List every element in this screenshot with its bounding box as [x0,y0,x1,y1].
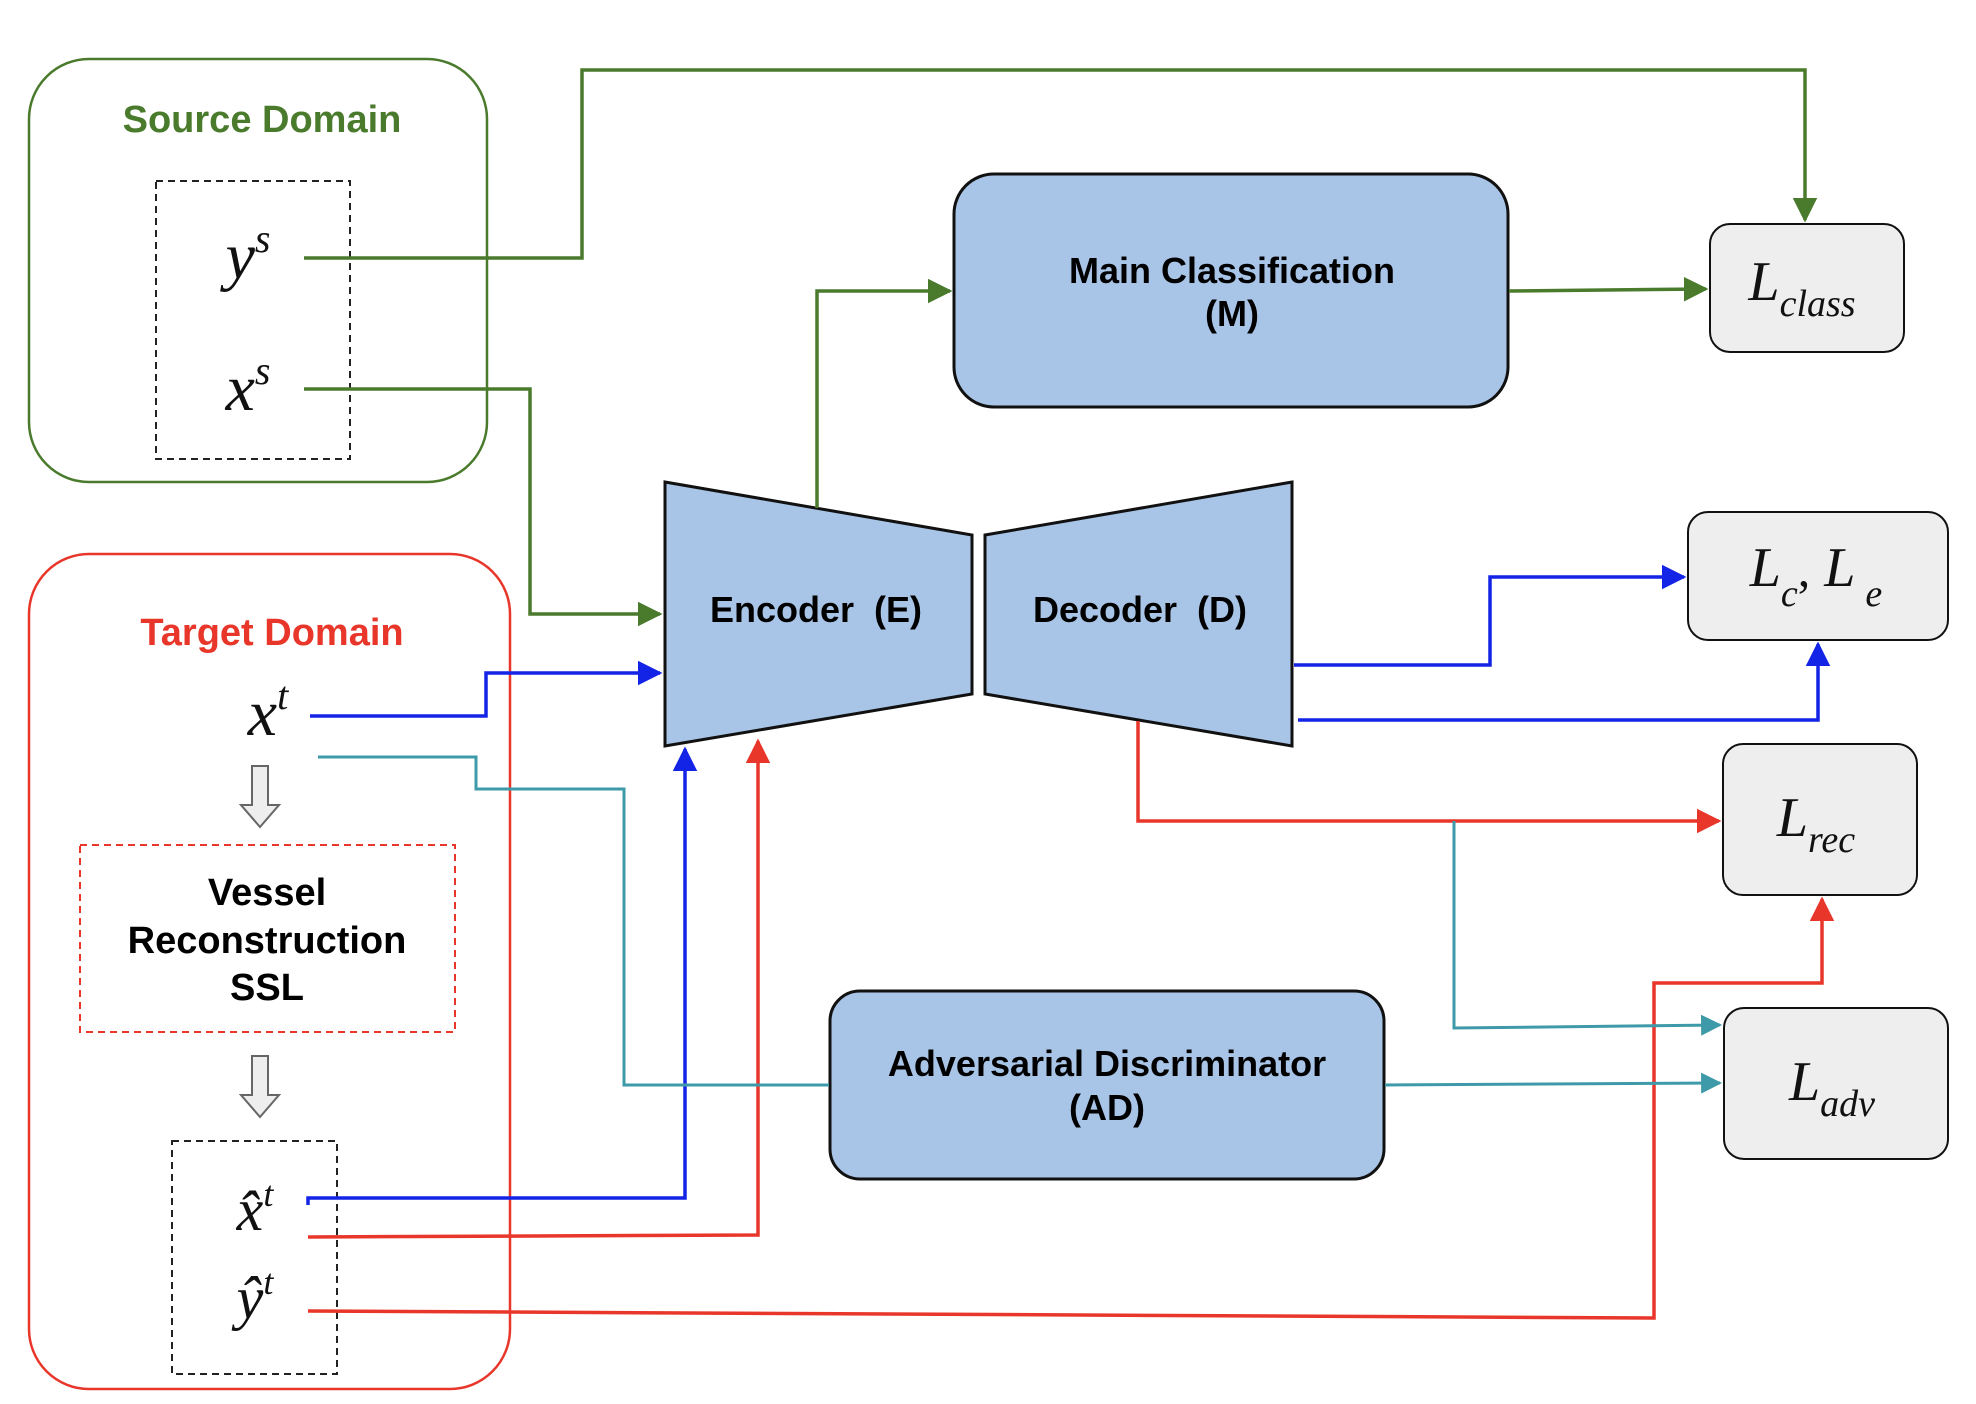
pseudo-image-var: x̂t [236,1174,275,1243]
decoder-label: Decoder (D) [1033,589,1247,630]
arrow-encoder-to-main-classification [815,278,953,508]
arrow-source-image-to-encoder [304,387,663,627]
source-samples-box [155,180,351,460]
arrow-decoder-to-ce-loss-top [1294,564,1687,667]
loss-adv-label: Ladv [1788,1051,1875,1125]
arrow-pseudo-image-red-to-encoder [307,738,771,1239]
source-domain-border [27,57,489,484]
hollow-down-arrow-icon [238,765,282,829]
pseudo-label-var: ŷt [231,1262,275,1331]
target-domain-title: Target Domain [140,612,403,654]
source-domain-panel: Source Domain ys xs [27,57,489,484]
arrow-target-image-to-adversarial [318,755,829,1087]
ssl-box-line-3: SSL [230,967,304,1009]
ssl-box-line-2: Reconstruction [128,920,407,962]
main-classification-module: Main Classification (M) [952,172,1510,409]
target-domain-panel: Target Domain xt Vessel Reconstruction S… [27,552,512,1391]
encoder-label: Encoder (E) [710,589,922,630]
arrow-pseudo-image-to-encoder [306,746,698,1205]
source-label-var: ys [220,216,271,293]
adversarial-discriminator-module: Adversarial Discriminator (AD) [828,989,1386,1181]
arrow-decoder-branch-to-adv-loss [1452,821,1723,1036]
arrow-target-image-to-encoder [310,660,663,718]
main-classification-abbr: (M) [1205,293,1259,334]
hollow-down-arrow-icon [238,1055,282,1119]
loss-class-box: Lclass [1709,223,1905,353]
decoder-module: Decoder (D) [983,480,1294,748]
pseudo-samples-box [171,1140,338,1375]
encoder-module: Encoder (E) [663,480,974,748]
main-classification-label: Main Classification [1069,250,1395,291]
loss-rec-box: Lrec [1722,743,1918,896]
adversarial-label: Adversarial Discriminator [888,1043,1326,1084]
loss-rec-label: Lrec [1776,787,1855,861]
source-domain-title: Source Domain [123,99,402,141]
arrow-source-label-to-class-loss [304,68,1818,260]
target-domain-border [27,552,512,1391]
arrow-pseudo-label-to-rec-loss [307,896,1835,1320]
ssl-box-line-1: Vessel [208,872,326,914]
adversarial-abbr: (AD) [1069,1087,1145,1128]
arrow-main-classification-to-class-loss [1508,276,1709,302]
ssl-box [79,844,456,1033]
loss-class-label: Lclass [1747,251,1855,325]
source-image-var: xs [225,348,271,425]
target-image-var: xt [247,673,289,750]
arrow-adversarial-to-adv-loss [1384,1072,1723,1094]
arrow-decoder-to-rec-loss [1136,721,1722,834]
arrow-decoder-to-ce-loss-bottom [1298,641,1831,722]
loss-adv-box: Ladv [1723,1007,1949,1160]
